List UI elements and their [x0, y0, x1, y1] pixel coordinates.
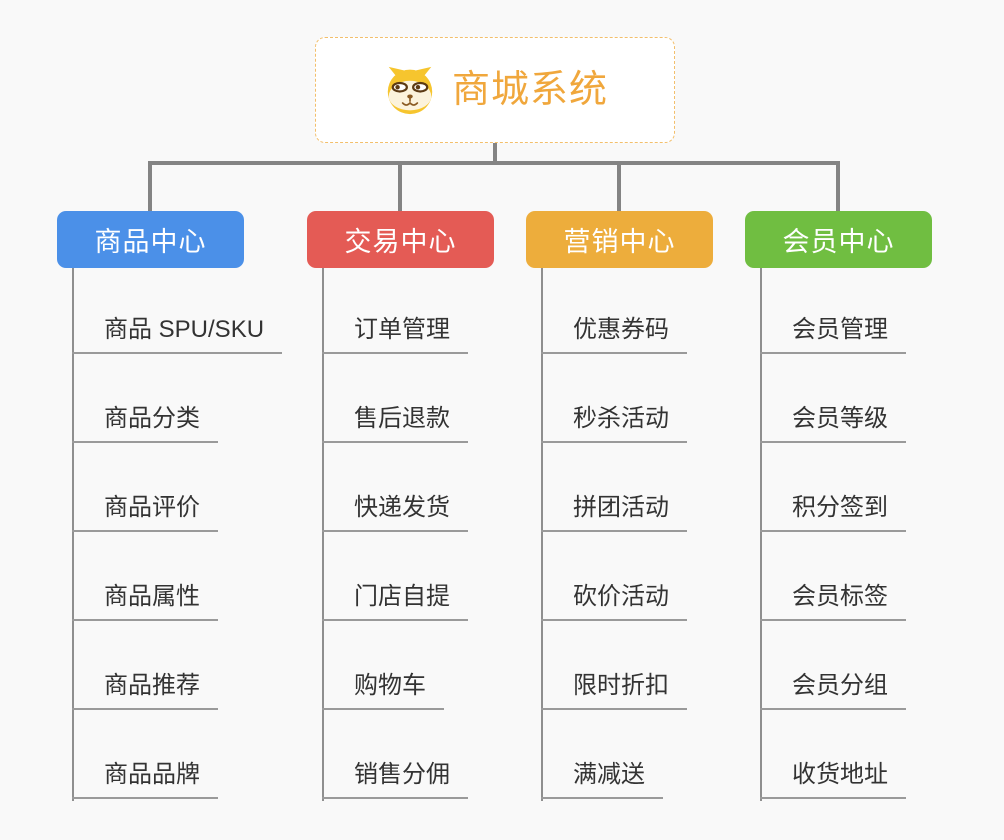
node-item[interactable]: 积分签到 — [760, 493, 906, 532]
branch-trunk-product — [72, 268, 74, 801]
branch-header-trade-center[interactable]: 交易中心 — [307, 211, 494, 268]
root-node[interactable]: 商城系统 — [315, 37, 675, 143]
root-title: 商城系统 — [451, 69, 608, 111]
node-item[interactable]: 拼团活动 — [541, 493, 687, 532]
node-item[interactable]: 商品推荐 — [72, 671, 218, 710]
branch-trunk-member — [760, 268, 762, 801]
node-item[interactable]: 会员标签 — [760, 582, 906, 621]
branch-trunk-marketing — [541, 268, 543, 801]
node-item[interactable]: 商品分类 — [72, 404, 218, 443]
node-item[interactable]: 限时折扣 — [541, 671, 687, 710]
node-item[interactable]: 砍价活动 — [541, 582, 687, 621]
node-item[interactable]: 收货地址 — [760, 760, 906, 799]
node-item[interactable]: 优惠券码 — [541, 315, 687, 354]
branch-trunk-trade — [322, 268, 324, 801]
node-item[interactable]: 会员管理 — [760, 315, 906, 354]
node-item[interactable]: 购物车 — [322, 671, 444, 710]
connector-drop-product — [148, 161, 152, 211]
connector-drop-marketing — [617, 161, 621, 211]
connector-horizontal-bar — [148, 161, 840, 165]
node-item[interactable]: 秒杀活动 — [541, 404, 687, 443]
node-item[interactable]: 销售分佣 — [322, 760, 468, 799]
node-item[interactable]: 快递发货 — [322, 493, 468, 532]
connector-root-stem — [493, 143, 497, 163]
node-item[interactable]: 满减送 — [541, 760, 663, 799]
node-item[interactable]: 商品评价 — [72, 493, 218, 532]
node-item[interactable]: 订单管理 — [322, 315, 468, 354]
node-item[interactable]: 会员等级 — [760, 404, 906, 443]
connector-drop-trade — [398, 161, 402, 211]
dog-face-icon — [382, 65, 438, 115]
node-item[interactable]: 商品品牌 — [72, 760, 218, 799]
node-item[interactable]: 门店自提 — [322, 582, 468, 621]
node-item[interactable]: 售后退款 — [322, 404, 468, 443]
connector-drop-member — [836, 161, 840, 211]
branch-header-product-center[interactable]: 商品中心 — [57, 211, 244, 268]
node-item[interactable]: 会员分组 — [760, 671, 906, 710]
node-item[interactable]: 商品 SPU/SKU — [72, 315, 283, 354]
branch-header-member-center[interactable]: 会员中心 — [745, 211, 932, 268]
node-item[interactable]: 商品属性 — [72, 582, 218, 621]
branch-header-marketing-center[interactable]: 营销中心 — [526, 211, 713, 268]
